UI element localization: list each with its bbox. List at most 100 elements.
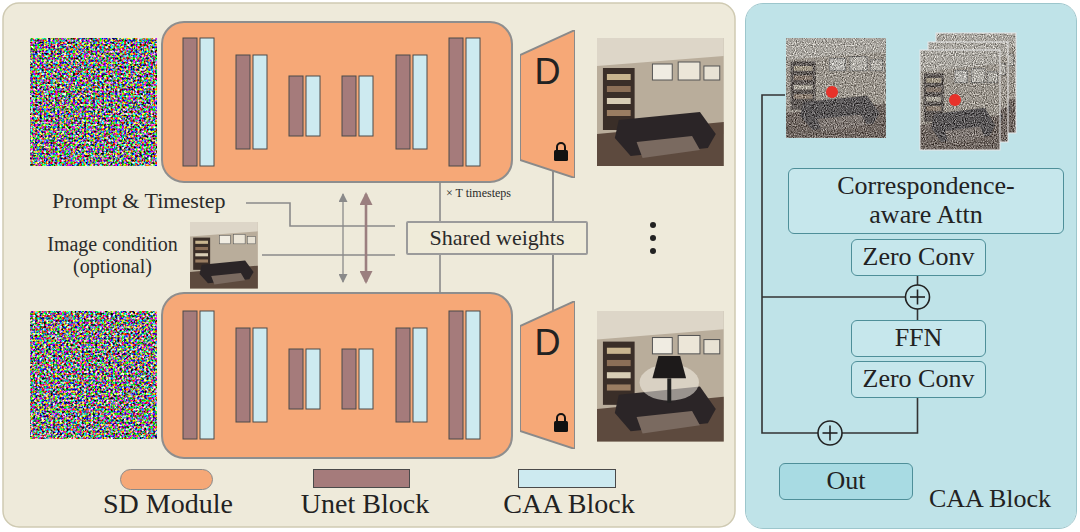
noise-image bbox=[30, 311, 157, 439]
noisy-frame-stack bbox=[949, 94, 961, 106]
caa-block bbox=[306, 76, 320, 136]
legend-label: Unet Block bbox=[275, 489, 455, 520]
attention-box: Correspondence-aware Attn bbox=[788, 168, 1064, 234]
node-text: D bbox=[520, 325, 575, 361]
add-symbol bbox=[917, 290, 919, 305]
decoder-outline bbox=[520, 30, 575, 178]
wire bbox=[246, 203, 395, 226]
decoder-block: D bbox=[520, 30, 575, 178]
lock-icon bbox=[554, 143, 568, 161]
legend-label: CAA Block bbox=[479, 489, 659, 520]
right-panel-ground bbox=[746, 4, 1076, 528]
residual-wire bbox=[762, 95, 818, 433]
noisy-frame bbox=[786, 38, 886, 138]
wire bbox=[262, 254, 395, 256]
zero-conv-box: Zero Conv bbox=[851, 239, 986, 276]
caa-block-panel: CAA Block Correspondence-aware AttnZero C… bbox=[745, 3, 1077, 529]
caa-block bbox=[466, 311, 480, 439]
unet-block bbox=[236, 328, 250, 422]
condition-image bbox=[190, 222, 258, 289]
legend-holder: CAA Block bbox=[479, 489, 659, 520]
caa-block bbox=[306, 349, 320, 409]
noisy-frame-stack bbox=[920, 50, 1000, 150]
unet-block bbox=[183, 38, 197, 166]
decoder-outline bbox=[520, 301, 575, 449]
node-text: Out bbox=[827, 467, 866, 496]
noisy-frame-stack bbox=[920, 50, 1000, 150]
output-image bbox=[597, 38, 724, 166]
legend-holder: SD Module bbox=[78, 489, 258, 520]
decoder-outline bbox=[520, 30, 575, 178]
node-text: Zero Conv bbox=[863, 243, 975, 272]
unet-block bbox=[396, 328, 410, 422]
residual-wire bbox=[842, 396, 918, 433]
unet-block bbox=[289, 349, 303, 409]
weight-link bbox=[552, 171, 554, 221]
decoder-outline bbox=[520, 301, 575, 449]
double-arrow bbox=[342, 194, 343, 282]
caa-block bbox=[413, 328, 427, 422]
zero-conv-box: Zero Conv bbox=[851, 361, 986, 398]
lock-icon bbox=[554, 150, 568, 161]
sd-module bbox=[162, 293, 512, 458]
left-panel bbox=[3, 3, 735, 527]
noisy-frame bbox=[786, 38, 886, 138]
caa-block bbox=[253, 55, 267, 149]
lock-icon bbox=[557, 143, 565, 151]
node-text: FFN bbox=[895, 324, 943, 353]
add-symbol bbox=[906, 285, 930, 309]
caa-block bbox=[466, 38, 480, 166]
decoder-block: D bbox=[520, 301, 575, 449]
wire bbox=[439, 182, 441, 222]
panel-heading: CAA Block bbox=[929, 485, 1051, 514]
caa-block bbox=[359, 76, 373, 136]
noisy-frame bbox=[786, 38, 886, 138]
unet-block bbox=[236, 55, 250, 149]
noisy-frame-stack bbox=[920, 33, 1016, 150]
output-box: Out bbox=[779, 463, 913, 500]
node-text: Shared weights bbox=[429, 225, 564, 250]
timestep-note: × T timesteps bbox=[446, 187, 511, 200]
sd-module bbox=[162, 22, 512, 182]
input-label-holder: Image condition (optional) bbox=[40, 233, 185, 278]
continuation-dots bbox=[650, 248, 656, 254]
legend-swatch bbox=[313, 469, 410, 488]
caa-block bbox=[200, 311, 214, 439]
add-symbol bbox=[829, 426, 831, 441]
noise-image bbox=[30, 38, 157, 166]
ffn-box: FFN bbox=[851, 320, 986, 357]
caa-block bbox=[253, 328, 267, 422]
unet-block bbox=[183, 311, 197, 439]
legend-swatch bbox=[120, 469, 213, 490]
node-text: Correspondence-aware Attn bbox=[826, 172, 1026, 229]
lock-icon bbox=[554, 414, 568, 432]
input-label-holder: Prompt & Timestep bbox=[52, 189, 226, 214]
legend-swatch bbox=[518, 469, 616, 488]
shared-weights-box: Shared weights bbox=[406, 221, 588, 255]
lock-icon bbox=[557, 414, 565, 422]
unet-block bbox=[449, 38, 463, 166]
output-image bbox=[597, 311, 724, 442]
double-arrow bbox=[365, 194, 368, 282]
noisy-frame-stack bbox=[920, 50, 1000, 150]
unet-block bbox=[449, 311, 463, 439]
residual-wire bbox=[762, 296, 905, 298]
caa-block bbox=[359, 349, 373, 409]
add-symbol bbox=[906, 285, 930, 309]
continuation-dots bbox=[650, 235, 656, 241]
caa-block bbox=[200, 38, 214, 166]
unet-block bbox=[289, 76, 303, 136]
node-text: D bbox=[520, 54, 575, 90]
lock-icon bbox=[554, 421, 568, 432]
add-symbol bbox=[818, 421, 842, 445]
continuation-dots bbox=[650, 222, 656, 254]
noisy-frame bbox=[826, 86, 838, 98]
input-label: Image condition (optional) bbox=[40, 233, 185, 278]
caa-block bbox=[413, 55, 427, 149]
unet-block bbox=[396, 55, 410, 149]
unet-block bbox=[342, 76, 356, 136]
weight-link bbox=[552, 255, 554, 311]
node-text: Zero Conv bbox=[863, 365, 975, 394]
unet-block bbox=[342, 349, 356, 409]
